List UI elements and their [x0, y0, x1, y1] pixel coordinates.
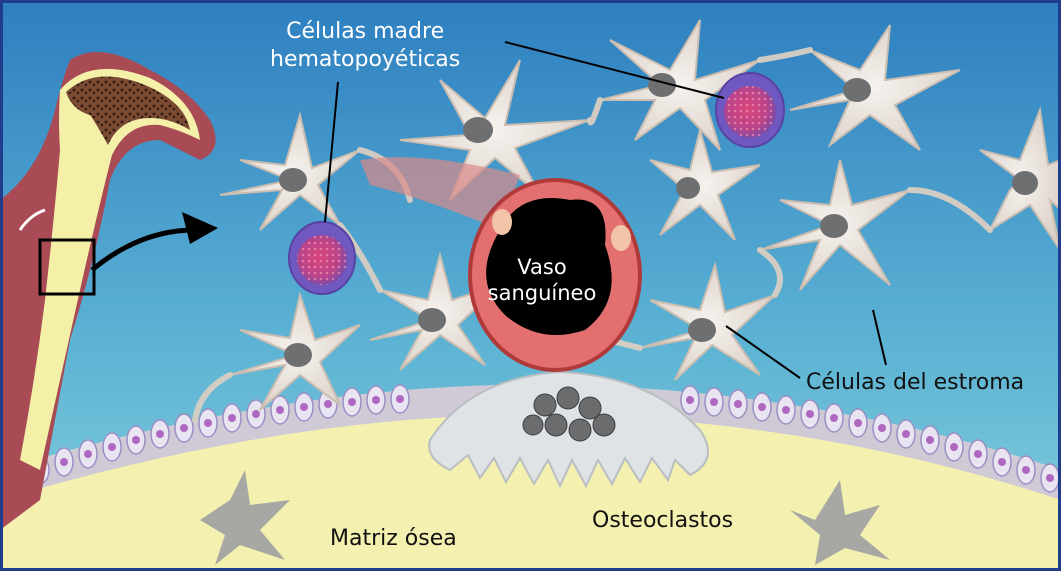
stem-cells-label: Células madre hematopoyéticas: [270, 18, 460, 74]
vessel-label-line2: sanguíneo: [484, 280, 600, 306]
stem-cells-label-line1: Células madre: [270, 18, 460, 46]
osteoclasts-label: Osteoclastos: [592, 508, 733, 533]
vessel-label: Vaso sanguíneo: [484, 254, 600, 306]
stem-cells-label-line2: hematopoyéticas: [270, 46, 460, 74]
bone-matrix-label: Matriz ósea: [330, 526, 457, 551]
stem-cell-left: [289, 222, 355, 294]
stem-cell-right: [716, 73, 784, 147]
stroma-label: Células del estroma: [806, 370, 1024, 395]
vessel-label-line1: Vaso: [484, 254, 600, 280]
